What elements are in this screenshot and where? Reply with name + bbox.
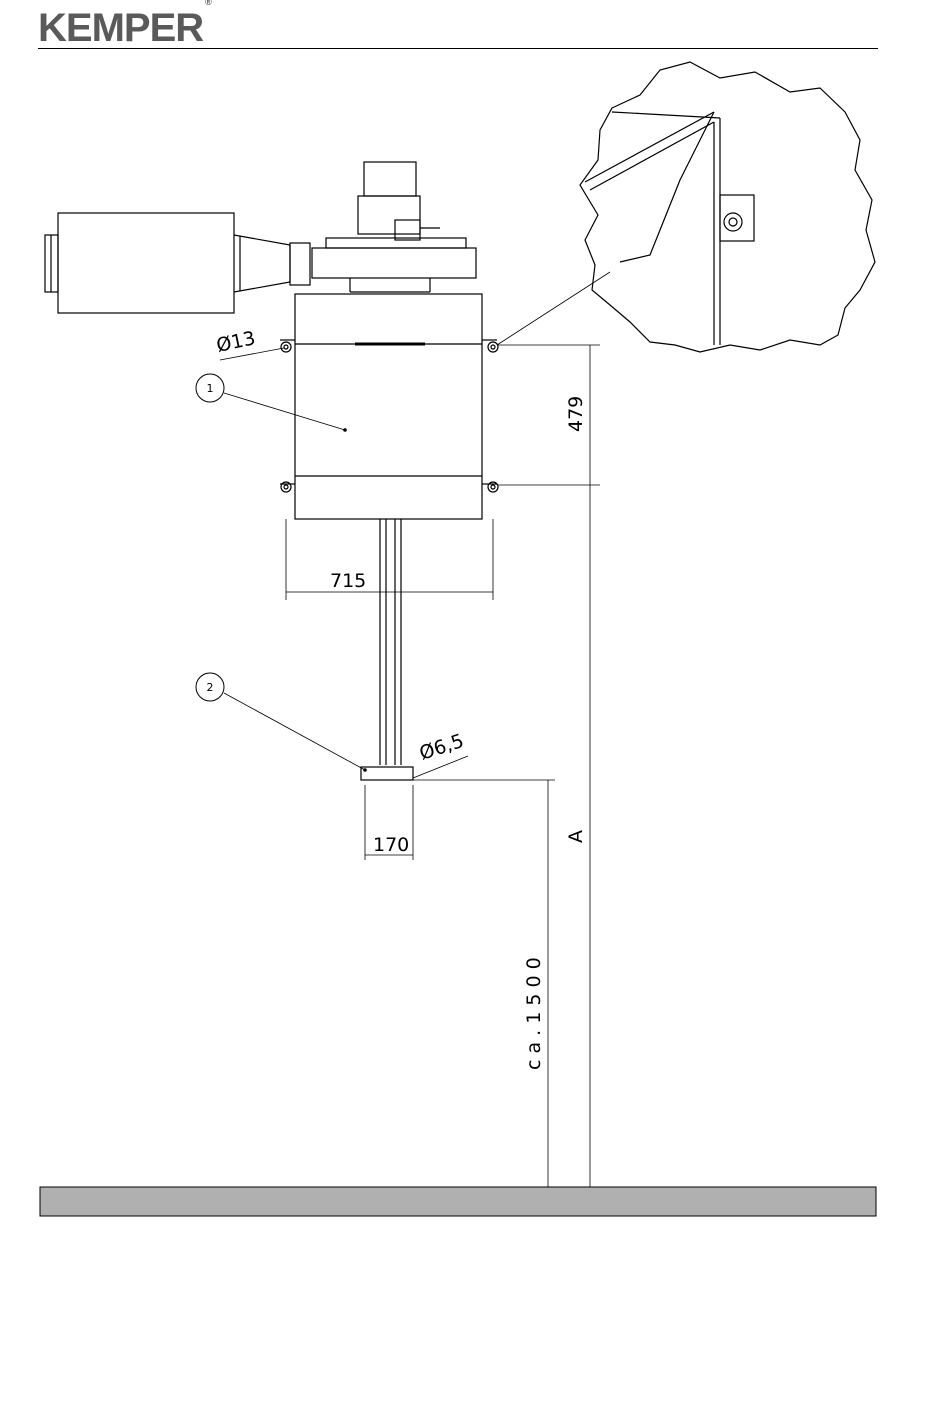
callout-1-label: 1 xyxy=(207,382,214,395)
floor xyxy=(40,1187,876,1216)
bracket-top-right xyxy=(488,342,498,352)
dim-715-label: 715 xyxy=(330,570,366,592)
detail-view-outline xyxy=(580,62,875,352)
bracket-top-left xyxy=(281,342,291,352)
hanging-rods xyxy=(380,519,401,765)
callout-2: 2 xyxy=(196,673,367,772)
detail-bracket xyxy=(585,112,754,345)
silencer xyxy=(45,213,310,313)
callout-1: 1 xyxy=(196,374,347,432)
motor xyxy=(326,162,466,248)
dim-479-label: 479 xyxy=(565,396,587,432)
callout-2-label: 2 xyxy=(207,681,214,694)
main-unit xyxy=(280,294,497,519)
dim-1500-label: c a . 1 5 0 0 xyxy=(523,957,545,1070)
dim-hole-top-label: Ø13 xyxy=(214,327,257,357)
mounting-plate xyxy=(361,767,413,780)
dim-a-label: A xyxy=(565,830,587,843)
detail-leader xyxy=(497,272,610,345)
fan-housing xyxy=(312,248,476,292)
dim-170-label: 170 xyxy=(373,834,409,856)
